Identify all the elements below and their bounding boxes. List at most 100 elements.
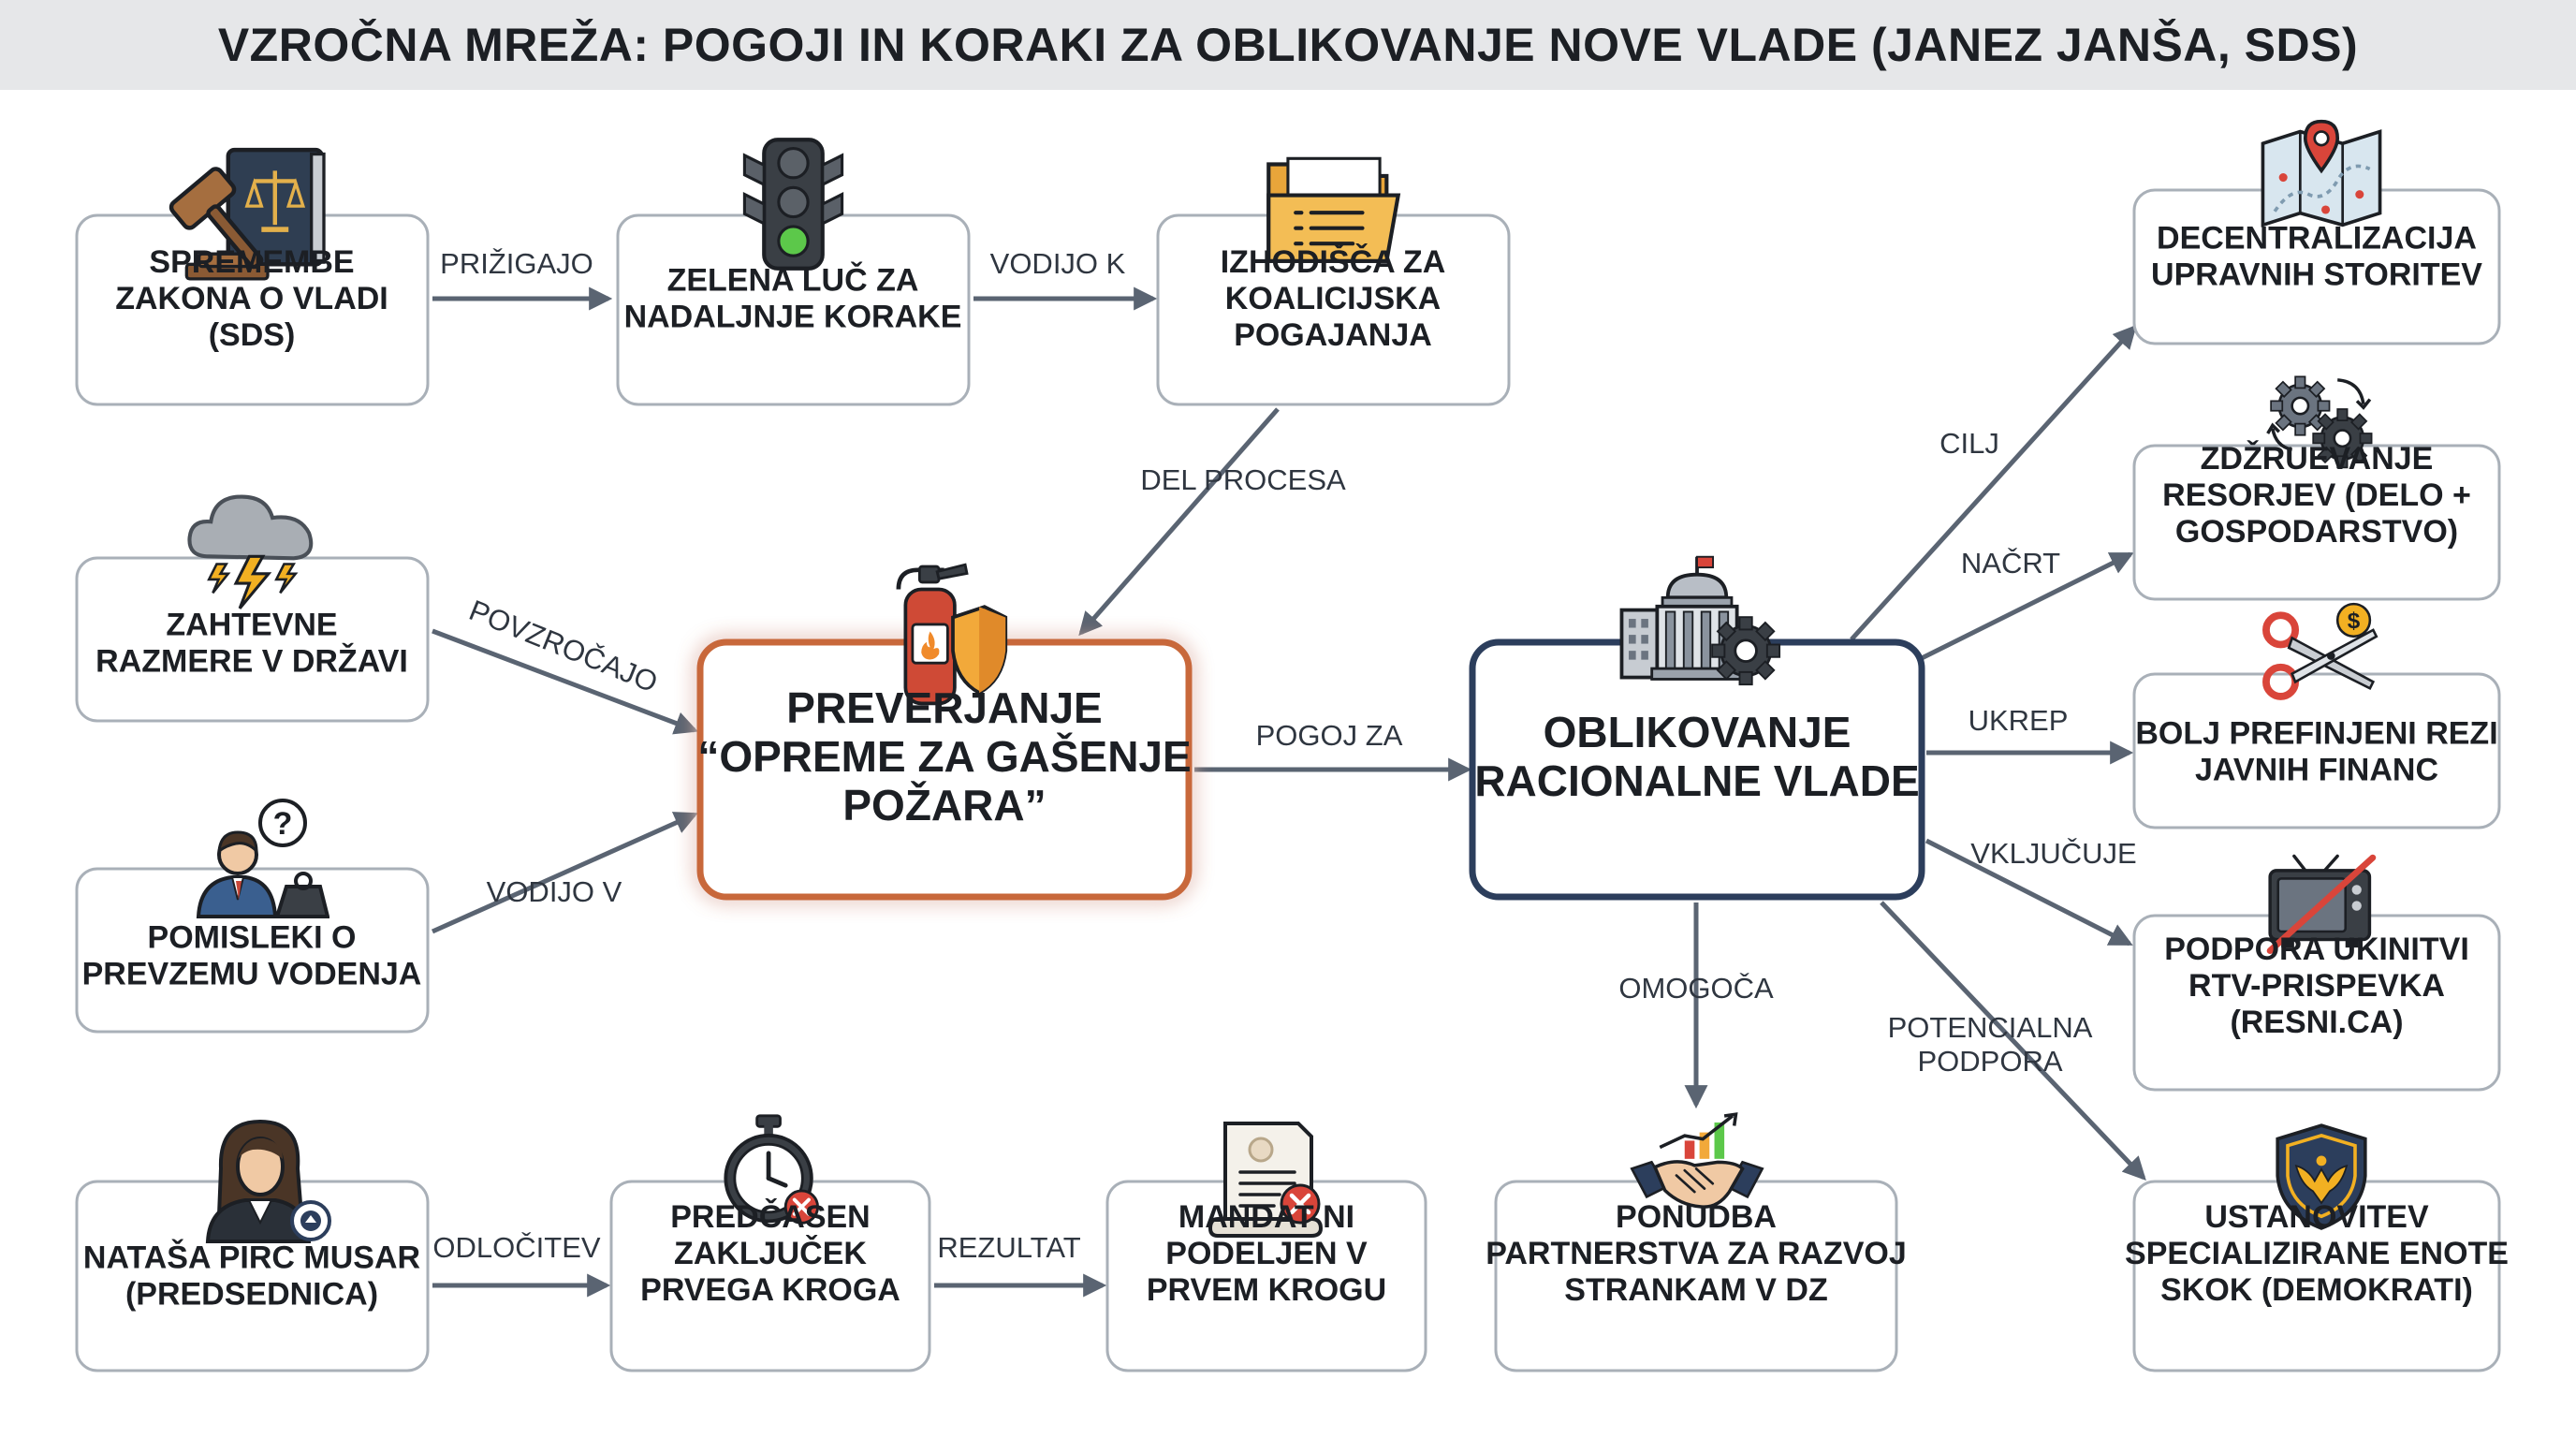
government-building-gear-icon	[1619, 554, 1781, 687]
node-label-line: PRVEM KROGU	[1147, 1272, 1386, 1308]
node-label-natasa: NATAŠA PIRC MUSAR(PREDSEDNICA)	[83, 1240, 420, 1313]
node-label-line: SPECIALIZIRANE ENOTE	[2125, 1236, 2509, 1271]
node-label-line: RAZMERE V DRŽAVI	[95, 644, 408, 680]
edge-oblikovanje-to-rtv	[1925, 838, 2133, 946]
node-label-line: “OPREME ZA GAŠENJE	[697, 732, 1191, 781]
node-label-line: ZAKLJUČEK	[674, 1235, 867, 1271]
node-label-line: POŽARA”	[842, 781, 1046, 829]
edge-label-line: REZULTAT	[937, 1231, 1080, 1264]
node-label-line: RESORJEV (DELO +	[2162, 477, 2471, 513]
diagram-title: VZROČNA MREŽA: POGOJI IN KORAKI ZA OBLIK…	[217, 19, 2359, 71]
node-label-line: PODPORA UKINITVI	[2164, 932, 2469, 967]
edge-label-line: OMOGOČA	[1618, 972, 1774, 1005]
node-label-line: KOALICIJSKA	[1225, 281, 1441, 316]
node-label-line: POGAJANJA	[1234, 317, 1432, 353]
edge-label-line: PRIŽIGAJO	[440, 247, 593, 280]
node-natasa: NATAŠA PIRC MUSAR(PREDSEDNICA)	[75, 1120, 430, 1372]
node-label-line: ZAHTEVNE	[166, 608, 337, 643]
edge-label-pomisleki-to-preverjanje: VODIJO V	[487, 875, 622, 908]
edge-oblikovanje-to-skok	[1880, 901, 2146, 1181]
node-label-line: JAVNIH FINANC	[2195, 753, 2438, 788]
node-label-line: (PREDSEDNICA)	[125, 1277, 378, 1313]
edge-oblikovanje-to-zdruzevanje	[1920, 551, 2134, 661]
edge-label-line: POGOJ ZA	[1256, 719, 1403, 752]
node-label-line: NADALJNJE KORAKE	[624, 300, 962, 335]
node-label-line: (SDS)	[209, 317, 296, 353]
node-label-line: MANDAT NI	[1178, 1199, 1354, 1235]
doubtful-person-weight-icon	[198, 800, 328, 917]
edge-label-zelena-to-izhodisca: VODIJO K	[990, 247, 1126, 280]
node-label-line: UPRAVNIH STORITEV	[2151, 257, 2482, 293]
edge-label-preverjanje-to-oblikovanje: POGOJ ZA	[1256, 719, 1403, 752]
node-label-line: DECENTRALIZACIJA	[2157, 221, 2477, 257]
edge-label-line: DEL PROCESA	[1140, 463, 1346, 496]
node-label-line: PREVZEMU VODENJA	[82, 957, 422, 992]
handshake-growth-chart-icon	[1632, 1114, 1762, 1207]
node-label-line: RACIONALNE VLADE	[1474, 756, 1919, 805]
node-label-line: PREDČASEN	[670, 1198, 870, 1235]
edge-label-line: UKREP	[1969, 704, 2069, 737]
edge-label-oblikovanje-to-decentralizacija: CILJ	[1939, 427, 1999, 460]
edge-label-oblikovanje-to-rtv: VKLJUČUJE	[1970, 837, 2136, 870]
node-label-line: ZDŽRUEVANJE	[2201, 441, 2434, 477]
node-label-line: SKOK (DEMOKRATI)	[2160, 1272, 2473, 1308]
edge-label-spremembe-to-zelena: PRIŽIGAJO	[440, 247, 593, 280]
node-label-line: SPREMEMBE	[149, 244, 354, 280]
node-label-line: BOLJ PREFINJENI REZI	[2135, 716, 2497, 752]
edge-label-line: ODLOČITEV	[432, 1231, 600, 1264]
node-label-line: GOSPODARSTVO)	[2175, 514, 2458, 550]
edge-pomisleki-to-preverjanje	[431, 812, 698, 934]
node-label-line: NATAŠA PIRC MUSAR	[83, 1240, 420, 1276]
node-label-line: USTANOVITEV	[2204, 1199, 2429, 1235]
node-label-line: ZELENA LUČ ZA	[667, 262, 919, 299]
node-label-line: ZAKONA O VLADI	[115, 281, 388, 316]
node-label-line: PRVEGA KROGA	[640, 1272, 900, 1308]
node-label-line: OBLIKOVANJE	[1544, 708, 1852, 756]
edge-label-line: VKLJUČUJE	[1970, 837, 2136, 870]
edge-label-oblikovanje-to-ponudba: OMOGOČA	[1618, 972, 1774, 1005]
edge-label-line: POTENCIALNA	[1888, 1011, 2093, 1044]
edge-label-predcasen-to-mandat: REZULTAT	[937, 1231, 1080, 1264]
node-label-line: STRANKAM V DZ	[1564, 1272, 1827, 1308]
edge-label-line: PODPORA	[1917, 1045, 2062, 1078]
node-label-line: IZHODIŠČA ZA	[1221, 243, 1446, 280]
edge-label-line: VODIJO V	[487, 875, 622, 908]
edge-label-oblikovanje-to-zdruzevanje: NAČRT	[1961, 547, 2060, 580]
edge-label-oblikovanje-to-rezi: UKREP	[1969, 704, 2069, 737]
edge-label-line: CILJ	[1939, 427, 1999, 460]
node-label-line: PODELJEN V	[1165, 1236, 1368, 1271]
node-label-line: PONUDBA	[1616, 1199, 1777, 1235]
node-label-line: PARTNERSTVA ZA RAZVOJ	[1486, 1236, 1907, 1271]
edge-label-izhodisca-to-preverjanje: DEL PROCESA	[1140, 463, 1346, 496]
edge-label-line: VODIJO K	[990, 247, 1126, 280]
node-label-line: PREVERJANJE	[786, 683, 1102, 732]
title-bar: VZROČNA MREŽA: POGOJI IN KORAKI ZA OBLIK…	[0, 0, 2576, 90]
edge-zahtevne-to-preverjanje	[432, 628, 698, 735]
